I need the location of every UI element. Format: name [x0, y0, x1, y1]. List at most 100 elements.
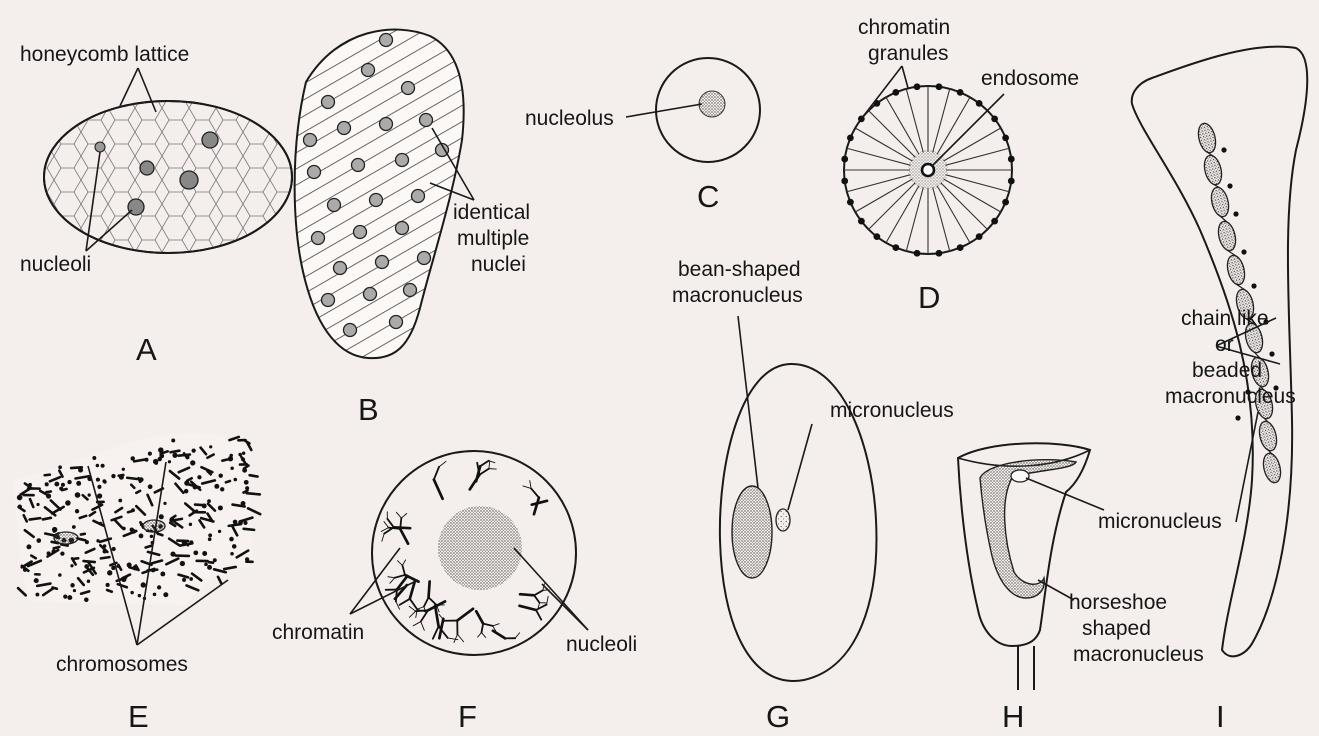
chromatin-branch: [520, 594, 534, 595]
panel-f: chromatin nucleoli F: [272, 451, 637, 731]
panel-letter-b: B: [358, 392, 379, 427]
chromatin-branch: [401, 513, 406, 518]
chromosome-granule: [171, 438, 175, 442]
chromosome-granule: [229, 537, 234, 542]
label-chain-like: chain like: [1181, 307, 1269, 330]
label-endosome: endosome: [981, 67, 1079, 90]
micronucleus-dot: [1241, 249, 1246, 254]
nucleolus-dot: [140, 161, 154, 175]
chromosome-granule: [153, 459, 158, 464]
chromosome-granule: [172, 453, 177, 458]
macronucleus-bead: [1209, 186, 1232, 219]
chromatin-granule: [976, 100, 983, 107]
chromosome-granule: [197, 475, 201, 479]
chromatin-spoke: [945, 175, 1009, 192]
chromatin-spoke: [869, 183, 916, 230]
chromosome-strand: [172, 519, 182, 521]
chromatin-branch: [390, 578, 395, 584]
chromosome-strand: [84, 561, 95, 562]
label-macronucleus-g: macronucleus: [672, 284, 803, 307]
chromatin-branch: [434, 467, 439, 480]
chromosome-granule: [122, 468, 125, 471]
nucleus-dot: [308, 166, 321, 179]
chromosome-strand: [45, 475, 50, 476]
chromosome-granule: [245, 557, 249, 561]
chromatin-spoke: [937, 186, 970, 243]
chromosome-granule: [78, 468, 83, 473]
chromosome-granule: [218, 530, 221, 533]
panel-letter-i: I: [1216, 699, 1225, 731]
chromosome-granule: [70, 583, 74, 587]
label-honeycomb-lattice: honeycomb lattice: [20, 43, 189, 66]
chromatin-granule: [991, 115, 998, 122]
chromatin-branch: [547, 596, 549, 604]
chromosome-granule: [73, 589, 76, 592]
panel-letter-d: D: [918, 280, 940, 315]
panel-a: honeycomb lattice nucleoli A: [20, 43, 300, 367]
nucleus-dot: [354, 226, 367, 239]
micronucleus-dot: [1221, 147, 1226, 152]
chromatin-spoke: [933, 187, 950, 251]
chromosome-granule: [160, 572, 165, 577]
chromatin-branch: [402, 560, 405, 566]
chromosome-granule: [138, 594, 141, 597]
macronucleus-bead: [1257, 420, 1280, 453]
chromatin-branch: [520, 606, 536, 610]
chromosome-strand: [177, 541, 188, 542]
nucleolus-dot: [128, 199, 144, 215]
chromosome-strand: [127, 478, 137, 479]
nucleus-dot: [304, 134, 317, 147]
panel-e: chromosomes E: [14, 433, 260, 731]
nucleus-dot: [362, 64, 375, 77]
chromatin-spoke: [847, 175, 911, 192]
chromosome-granule: [158, 457, 162, 461]
chromosome-strand: [247, 442, 251, 450]
micronucleus-dot: [1233, 211, 1238, 216]
macronucleus-bead: [1216, 220, 1239, 253]
chromosome-granule: [139, 477, 144, 482]
chromosome-granule: [36, 503, 39, 506]
chromatin-branch: [413, 622, 421, 626]
chromatin-spoke: [906, 89, 923, 153]
chromosome-granule: [232, 544, 237, 549]
chromatin-spoke: [906, 187, 923, 251]
chromatin-granule: [957, 244, 964, 251]
honeycomb-lattice-pattern: [40, 95, 300, 265]
chromosome-granule: [75, 492, 81, 498]
chromatin-branch: [476, 611, 483, 623]
chromosome-strand: [107, 590, 112, 592]
nucleus-dot: [344, 324, 357, 337]
chromosome-granule: [233, 520, 238, 525]
chromosome-granule: [88, 493, 91, 496]
chromosome-granule: [219, 473, 223, 477]
bean-shaped-macronucleus: [732, 486, 772, 578]
chromatin-granule: [991, 218, 998, 225]
chromatin-granule: [858, 218, 865, 225]
chromosome-granule: [52, 529, 56, 533]
chromosome-strand: [158, 534, 162, 535]
nucleus-dot: [352, 159, 365, 172]
nucleus-dot: [328, 199, 341, 212]
chromosome-granule: [54, 482, 59, 487]
chromosome-strand: [81, 534, 85, 535]
chromosome-strand: [229, 524, 241, 526]
label-nucleolus: nucleolus: [525, 107, 614, 130]
chromatin-granule: [936, 83, 943, 90]
panel-letter-e: E: [128, 699, 149, 731]
chromatin-granule: [914, 250, 921, 257]
chromosome-granule: [96, 478, 100, 482]
chromatin-granule: [841, 156, 848, 163]
beaded-macronucleus: [1196, 122, 1284, 485]
macronucleus-bead: [1261, 452, 1284, 485]
chromosome-granule: [202, 551, 207, 556]
chromosome-granule: [65, 500, 70, 505]
micronucleus-dot: [1269, 351, 1274, 356]
chromatin-spoke: [944, 128, 1001, 161]
chromosome-granule: [141, 582, 146, 587]
chromosome-granule: [148, 452, 152, 456]
chromosome-granule: [67, 480, 71, 484]
chromatin-branch: [489, 461, 490, 469]
macronucleus-bead: [1196, 122, 1219, 155]
